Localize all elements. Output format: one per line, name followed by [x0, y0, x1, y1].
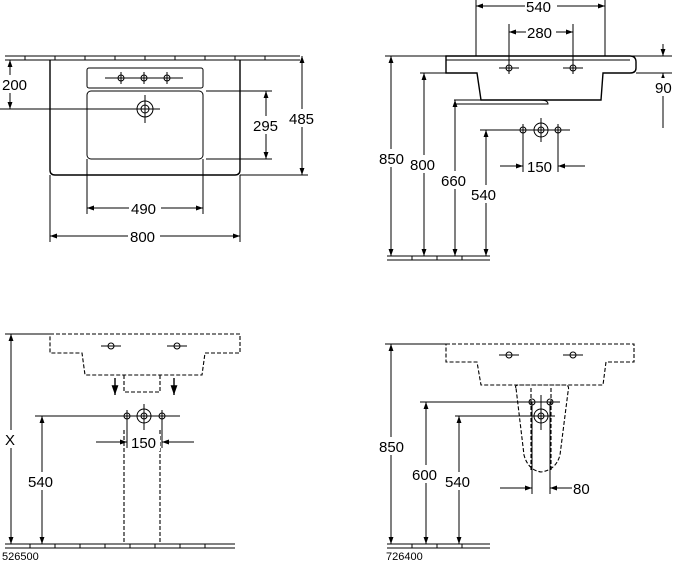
- dim-90-label: 90: [655, 80, 672, 97]
- dim-280-label: 280: [527, 25, 552, 42]
- dim-200-label: 200: [2, 77, 27, 94]
- product-code-726400: 726400: [386, 551, 423, 563]
- semi-pedestal-dashed: [514, 384, 570, 473]
- dim-485-label: 485: [289, 111, 314, 128]
- dim-850-label: 850: [379, 151, 404, 168]
- drain-icon: [130, 95, 160, 123]
- dim-540-top-label: 540: [526, 0, 551, 16]
- dim-540-label: 540: [445, 474, 470, 491]
- side-view: 540 280 90 850 800 660 540: [378, 0, 673, 261]
- tap-hole-icon: [101, 342, 187, 350]
- dim-850-label: 850: [379, 439, 404, 456]
- dim-540-label: 540: [471, 187, 496, 204]
- dim-295-label: 295: [253, 118, 278, 135]
- dim-800-label: 800: [130, 229, 155, 246]
- tap-hole-icon: [499, 62, 583, 74]
- product-code-526500: 526500: [2, 551, 39, 563]
- waste-outlet-icon: [420, 395, 560, 494]
- basin-outline-dashed: [49, 333, 241, 376]
- tap-hole-icon: [105, 72, 183, 84]
- dim-540-label: 540: [28, 474, 53, 491]
- basin-outline-top: [49, 60, 241, 176]
- top-view: 200 295 485 490 800: [0, 55, 318, 246]
- basin-outline-dashed: [445, 343, 635, 386]
- wall-line-top-view: [5, 55, 300, 61]
- dim-150-label: 150: [131, 435, 156, 452]
- dim-600-label: 600: [412, 467, 437, 484]
- basin-bowl: [86, 90, 204, 160]
- waste-outlet-icon: [35, 404, 180, 448]
- pedestal-view: X 540 150 526500: [2, 333, 241, 563]
- tap-deck: [86, 67, 204, 89]
- dim-80-label: 80: [573, 481, 590, 498]
- floor-line-semi: [387, 543, 490, 549]
- dim-150-label: 150: [527, 159, 552, 176]
- floor-line-pedestal: [5, 543, 235, 549]
- dim-490-label: 490: [131, 201, 156, 218]
- dim-800-label: 800: [410, 157, 435, 174]
- dim-660-label: 660: [441, 173, 466, 190]
- floor-line-side: [387, 255, 490, 261]
- basin-outline-side: [445, 55, 637, 101]
- waste-outlet-icon: [480, 118, 570, 142]
- tap-hole-icon: [499, 351, 583, 359]
- dim-x-label: X: [5, 432, 15, 449]
- semi-pedestal-view: 850 600 540 80 726400: [378, 343, 635, 563]
